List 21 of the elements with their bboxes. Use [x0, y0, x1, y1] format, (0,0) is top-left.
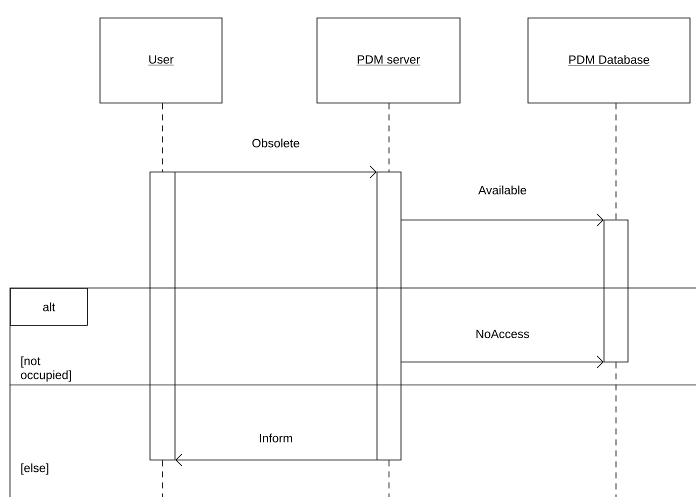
object-box: PDM server: [316, 18, 460, 104]
activation-bar: [150, 172, 176, 460]
message-label: Inform: [260, 434, 292, 442]
message-label: NoAccess: [476, 330, 530, 338]
activation-bar: [604, 220, 628, 362]
object-box: User: [100, 18, 222, 104]
lifeline: [162, 103, 163, 172]
message-arrow: [401, 356, 604, 368]
frame-tab: alt: [10, 288, 88, 326]
lifeline: [162, 460, 163, 497]
lifeline: [388, 103, 390, 172]
message-label: Obsolete: [252, 138, 300, 148]
lifeline: [388, 460, 390, 497]
object-box: PDM Database: [528, 18, 690, 104]
message-label: Available: [478, 186, 526, 194]
guard-condition: [not occupied]: [20, 356, 71, 382]
guard-condition: [else]: [21, 463, 48, 475]
message-arrow: [175, 166, 377, 178]
message-arrow: [401, 214, 604, 226]
activation-bar: [376, 172, 402, 460]
message-arrow: [175, 454, 377, 466]
